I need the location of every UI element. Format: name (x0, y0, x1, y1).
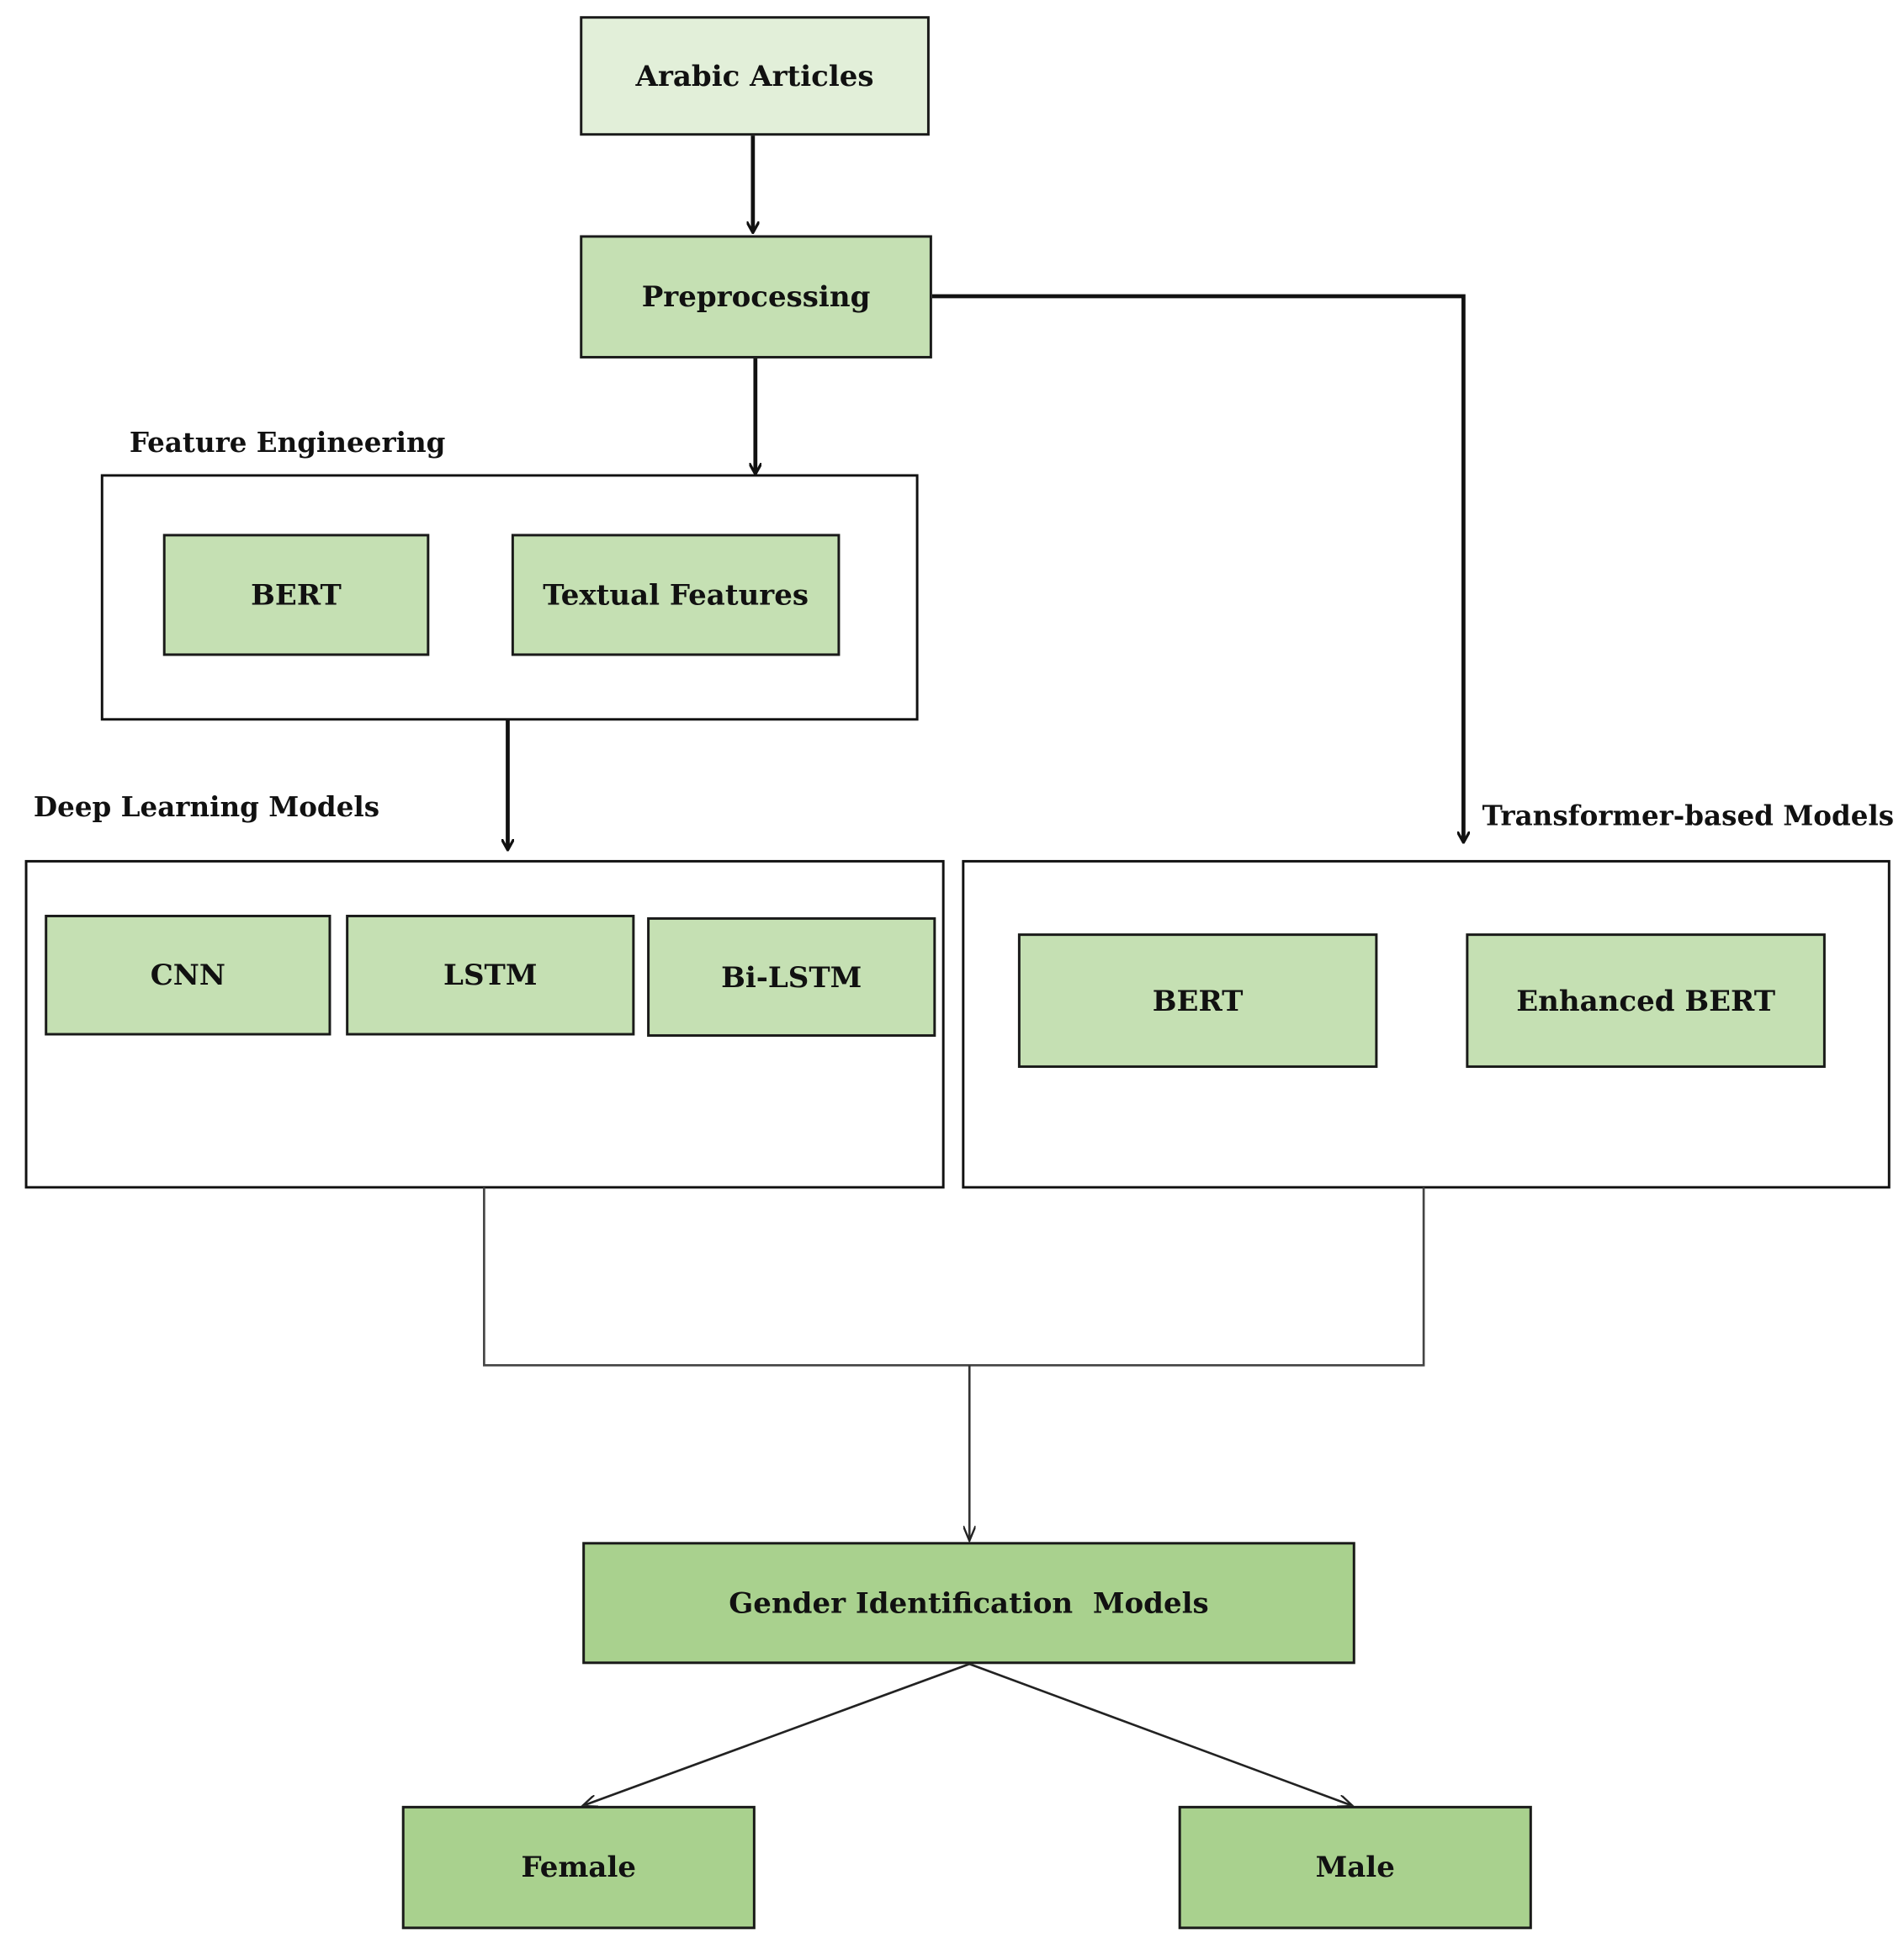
gender-identification-models-node: Gender Identification Models (582, 1542, 1355, 1665)
deep-learning-models-label: Deep Learning Models (33, 791, 380, 825)
textual-features-node: Textual Features (511, 534, 841, 656)
lstm-node: LSTM (346, 914, 635, 1036)
female-node: Female (401, 1805, 756, 1930)
transformer-bert-node: BERT (1017, 933, 1378, 1068)
preprocessing-node: Preprocessing (580, 235, 932, 359)
male-node: Male (1178, 1805, 1532, 1930)
cnn-node: CNN (45, 914, 331, 1036)
transformer-models-group (962, 859, 1891, 1189)
enhanced-bert-node: Enhanced BERT (1466, 933, 1826, 1068)
feature-engineering-label: Feature Engineering (129, 427, 446, 459)
arrow-gender-to-female (582, 1663, 970, 1806)
feature-bert-node: BERT (162, 534, 430, 656)
merge-connector (483, 1187, 1425, 1367)
arrow-preprocessing-to-transformer-models (931, 294, 1464, 842)
bi-lstm-node: Bi-LSTM (647, 916, 936, 1037)
arabic-articles-node: Arabic Articles (580, 16, 930, 136)
arrow-gender-to-male (968, 1663, 1353, 1806)
transformer-models-label: Transformer-based Models (1482, 799, 1895, 833)
